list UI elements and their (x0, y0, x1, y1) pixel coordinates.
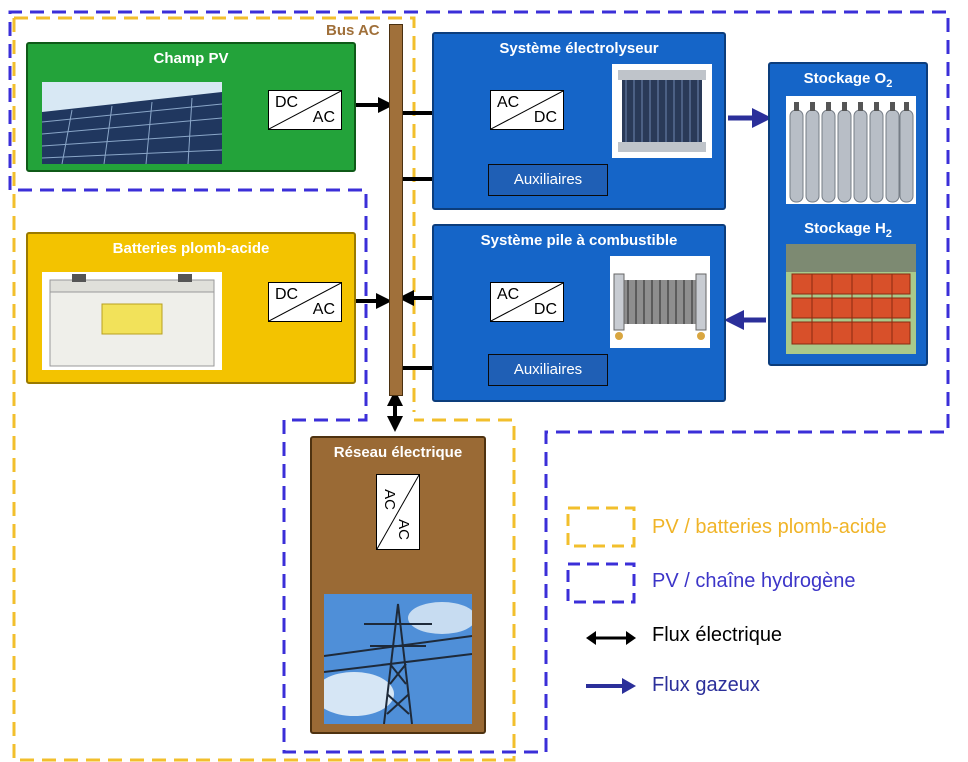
electrolyser-converter: AC DC (490, 90, 564, 130)
pv-title: Champ PV (153, 50, 229, 67)
h2-storage-image (786, 244, 916, 354)
storage-h2-sub: 2 (885, 228, 892, 240)
fc-conv-in: AC (497, 286, 520, 303)
batt-panel: Batteries plomb-acide DC AC (26, 232, 356, 384)
storage-h2-label: Stockage H2 (770, 220, 926, 240)
pv-conv-out: AC (312, 109, 335, 126)
legend-swatch-pv-h2 (566, 562, 636, 604)
storage-o2-label: Stockage O2 (770, 70, 926, 90)
grid-conv-out: AC (394, 519, 412, 540)
legend-pv-h2: PV / chaîne hydrogène (652, 570, 856, 592)
grid-panel: Réseau électrique AC AC (310, 436, 486, 734)
pv-solar-image (42, 82, 222, 164)
legend-pv-batt: PV / batteries plomb-acide (652, 516, 887, 538)
pylon-image (324, 594, 472, 724)
legend-gas-flow: Flux gazeux (652, 674, 760, 696)
battery-image (42, 272, 222, 370)
legend-gas-arrow-icon (586, 678, 636, 694)
storage-h2-text: Stockage H (804, 220, 886, 237)
fuelcell-title: Système pile à combustible (480, 232, 678, 249)
grid-title: Réseau électrique (333, 444, 463, 461)
grid-conv-in: AC (380, 489, 398, 510)
boundary-pv-h2-top (8, 10, 950, 754)
electrolyser-title: Système électrolyseur (499, 40, 659, 57)
batt-title: Batteries plomb-acide (112, 240, 270, 257)
o2-cylinders-image (786, 96, 916, 204)
electrolyser-panel: Système électrolyseur AC DC Auxiliaires (432, 32, 726, 210)
bus-ac-bar (389, 24, 403, 396)
electrolyser-stack-image (612, 64, 712, 158)
fuelcell-converter: AC DC (490, 282, 564, 322)
boundary-pv-batt-left-lower (12, 18, 516, 762)
batt-converter: DC AC (268, 282, 342, 322)
fuelcell-stack-image (610, 256, 710, 348)
pv-panel: Champ PV DC AC (26, 42, 356, 172)
fuelcell-aux: Auxiliaires (488, 354, 608, 386)
grid-converter: AC AC (376, 474, 420, 550)
legend-swatch-pv-batt (566, 506, 636, 548)
fuelcell-panel: Système pile à combustible AC DC Auxilia… (432, 224, 726, 402)
legend-elec-flow: Flux électrique (652, 624, 783, 646)
bus-ac-label: Bus AC (326, 22, 380, 39)
storage-o2-sub: 2 (886, 78, 893, 90)
boundary-pv-batt-left (14, 16, 416, 412)
pv-conv-in: DC (275, 94, 299, 111)
fc-conv-out: DC (533, 301, 557, 318)
elec-conv-out: DC (533, 109, 557, 126)
batt-conv-out: AC (312, 301, 335, 318)
storage-panel: Stockage O2 Stockage H2 (768, 62, 928, 366)
elec-conv-in: AC (497, 94, 520, 111)
batt-conv-in: DC (275, 286, 299, 303)
pv-converter: DC AC (268, 90, 342, 130)
legend-electric-arrow-icon (586, 631, 636, 645)
electrolyser-aux: Auxiliaires (488, 164, 608, 196)
storage-o2-text: Stockage O (803, 70, 887, 87)
